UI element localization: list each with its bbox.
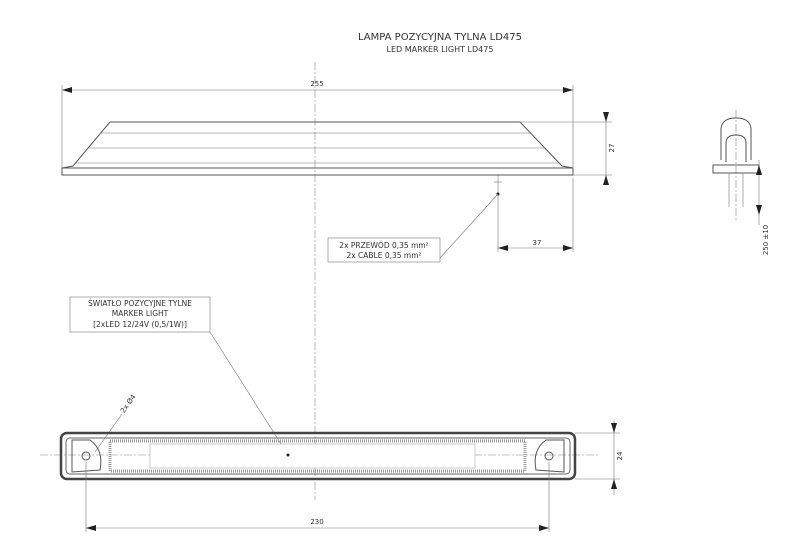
- light-callout-box: [69, 296, 211, 333]
- holes-label: 2x Ø4: [119, 393, 138, 415]
- mounting-hole-left: [81, 451, 91, 461]
- lens: [108, 439, 527, 473]
- title-en: LED MARKER LIGHT LD475: [387, 45, 494, 54]
- light-callout-en: MARKER LIGHT: [112, 309, 169, 318]
- cable-callout-box: [327, 237, 441, 263]
- dim-cable-length: 250 ±10: [762, 225, 770, 255]
- dim-hole-spacing: 230: [310, 518, 323, 526]
- dim-height: 27: [608, 144, 616, 153]
- lamp-profile: [61, 121, 574, 176]
- light-callout-spec: [2xLED 12/24V (0,5/1W)]: [93, 320, 187, 329]
- light-callout-pl: ŚWIATŁO POZYCYJNE TYLNE: [88, 299, 192, 308]
- cable-connector: [494, 175, 502, 200]
- dim-width: 24: [616, 451, 624, 460]
- bottom-view: 230 24: [40, 420, 624, 532]
- side-view: 255 27 37 2x PRZEWÓD 0,35 mm² 2x CABLE 0…: [61, 80, 616, 263]
- title-pl: LAMPA POZYCYJNA TYLNA LD475: [358, 32, 522, 43]
- cable-callout-en: 2x CABLE 0,35 mm²: [346, 251, 421, 260]
- cable-callout-pl: 2x PRZEWÓD 0,35 mm²: [339, 241, 428, 250]
- lamp-housing: [59, 431, 577, 481]
- mounting-hole-right: [544, 451, 554, 461]
- dim-cable-offset: 37: [533, 239, 542, 247]
- dim-overall-length: 255: [310, 80, 323, 88]
- end-view: 250 ±10: [712, 110, 770, 255]
